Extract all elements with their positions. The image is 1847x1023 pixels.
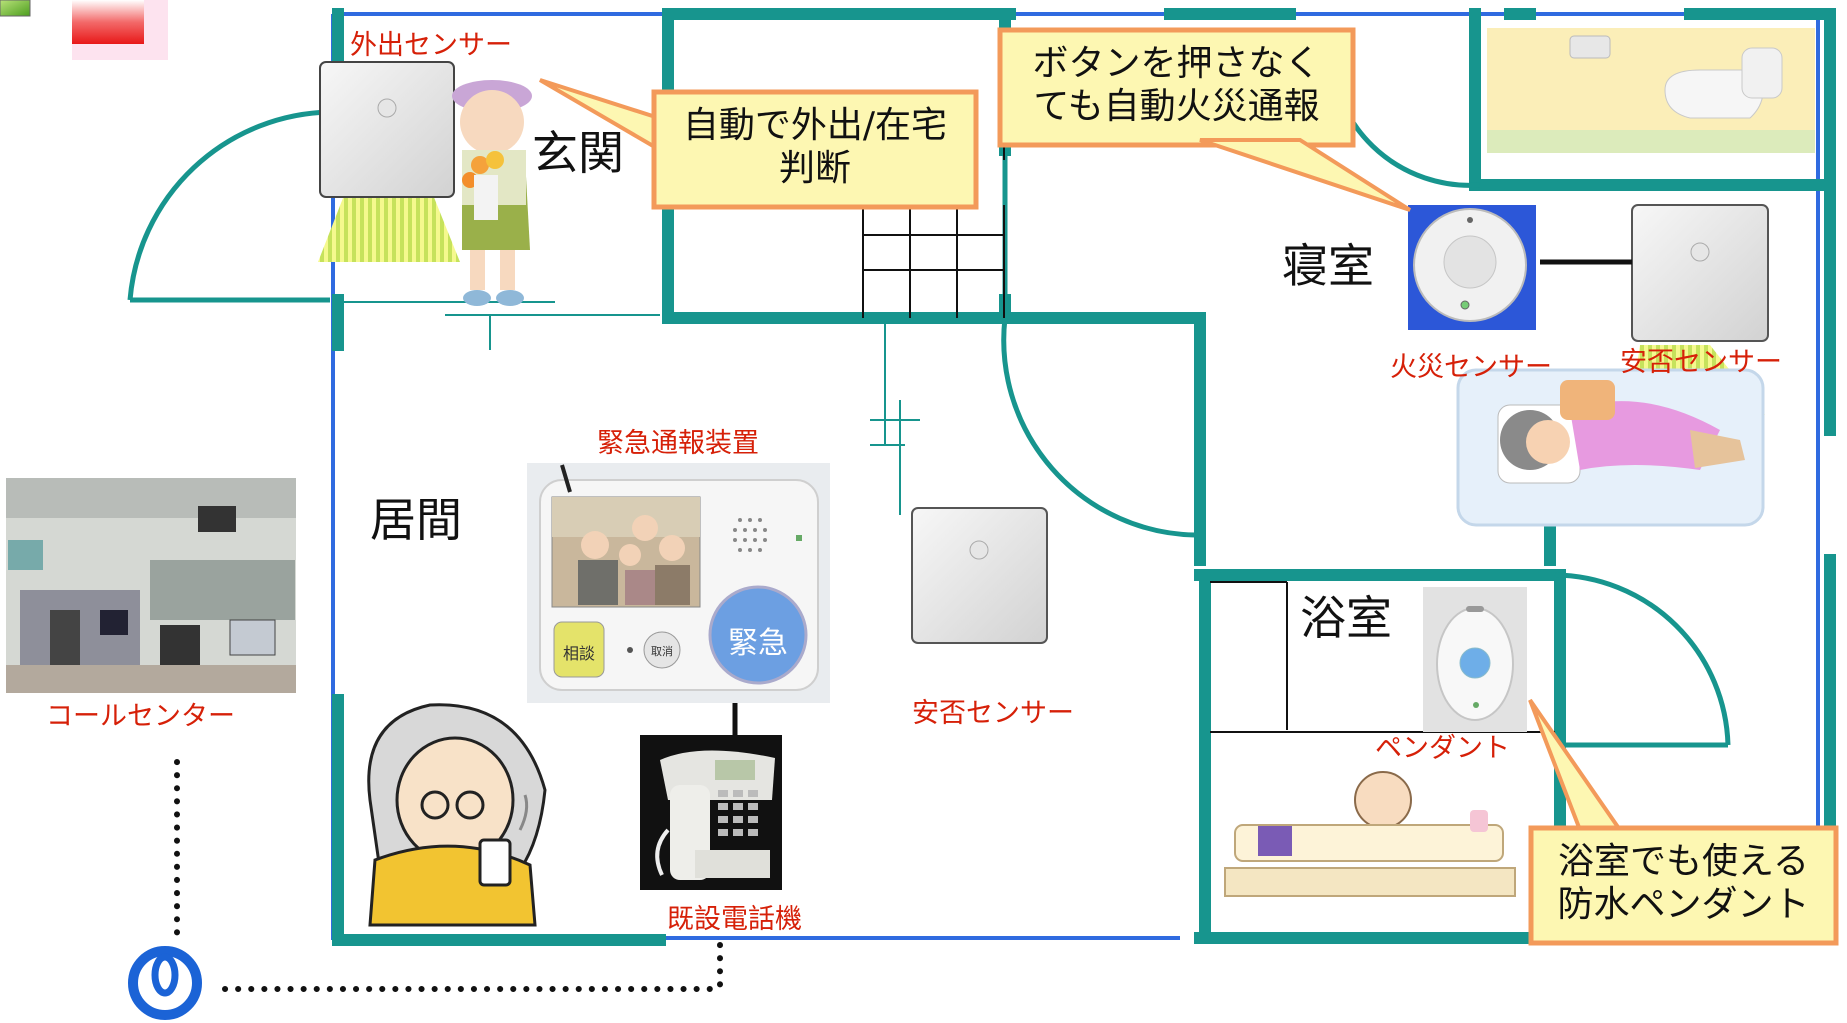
safety-sensor-living (911, 507, 1048, 644)
callout-pendant-line1: 浴室でも使える (1558, 841, 1809, 882)
network-connection (174, 759, 723, 992)
woman-with-flowers (452, 80, 532, 306)
guide-lines (338, 301, 920, 515)
callout-pendant-shape (1528, 698, 1839, 946)
emergency-device (527, 463, 830, 703)
callout-pendant-line2: 防水ペンダント (1557, 884, 1810, 926)
room-bathroom: 浴室 (1300, 591, 1392, 645)
fire-sensor (1408, 205, 1536, 330)
room-living: 居間 (370, 493, 462, 547)
callout-fire-line2: ても自動火災通報 (1033, 86, 1320, 128)
callout-fire: ボタンを押さなく ても自動火災通報 (1000, 42, 1353, 128)
bed-illustration (1456, 368, 1765, 527)
outing-sensor (319, 61, 455, 198)
emergency-device-label: 緊急通報装置 (597, 428, 759, 459)
outing-sensor-label: 外出センサー (350, 30, 512, 61)
toilet-illustration (1487, 28, 1815, 153)
existing-phone (640, 735, 782, 890)
callout-fire-line1: ボタンを押さなく (1032, 43, 1321, 84)
bathtub-illustration (1224, 771, 1516, 897)
safety-sensor-bedroom (1631, 204, 1769, 342)
safety-sensor-bedroom-label: 安否センサー (1620, 347, 1782, 378)
callout-outing-line2: 判断 (778, 148, 851, 190)
room-bedroom: 寝室 (1282, 239, 1374, 293)
callout-outing-shape (538, 78, 979, 210)
call-center-label: コールセンター (46, 701, 235, 732)
corner-decoration (0, 0, 168, 60)
pendant-photo (1423, 587, 1527, 732)
cancel-button-label: 取消 (651, 645, 673, 658)
network-logo (128, 946, 202, 1020)
existing-phone-label: 既設電話機 (667, 904, 802, 935)
room-entrance: 玄関 (532, 126, 624, 180)
callout-pendant: 浴室でも使える 防水ペンダント (1531, 840, 1836, 926)
callout-outing: 自動で外出/在宅 判断 (654, 104, 976, 190)
callout-fire-shape (997, 27, 1412, 212)
emergency-button-label: 緊急 (728, 626, 788, 661)
callout-outing-line1: 自動で外出/在宅 (682, 105, 948, 146)
stairs (862, 140, 1005, 318)
pendant-label: ペンダント (1375, 733, 1510, 764)
safety-sensor-living-label: 安否センサー (912, 698, 1074, 729)
fire-sensor-label: 火災センサー (1390, 352, 1552, 383)
consult-button-label: 相談 (562, 644, 595, 663)
call-center-photo (6, 478, 296, 693)
grandmother-cartoon (367, 703, 547, 927)
